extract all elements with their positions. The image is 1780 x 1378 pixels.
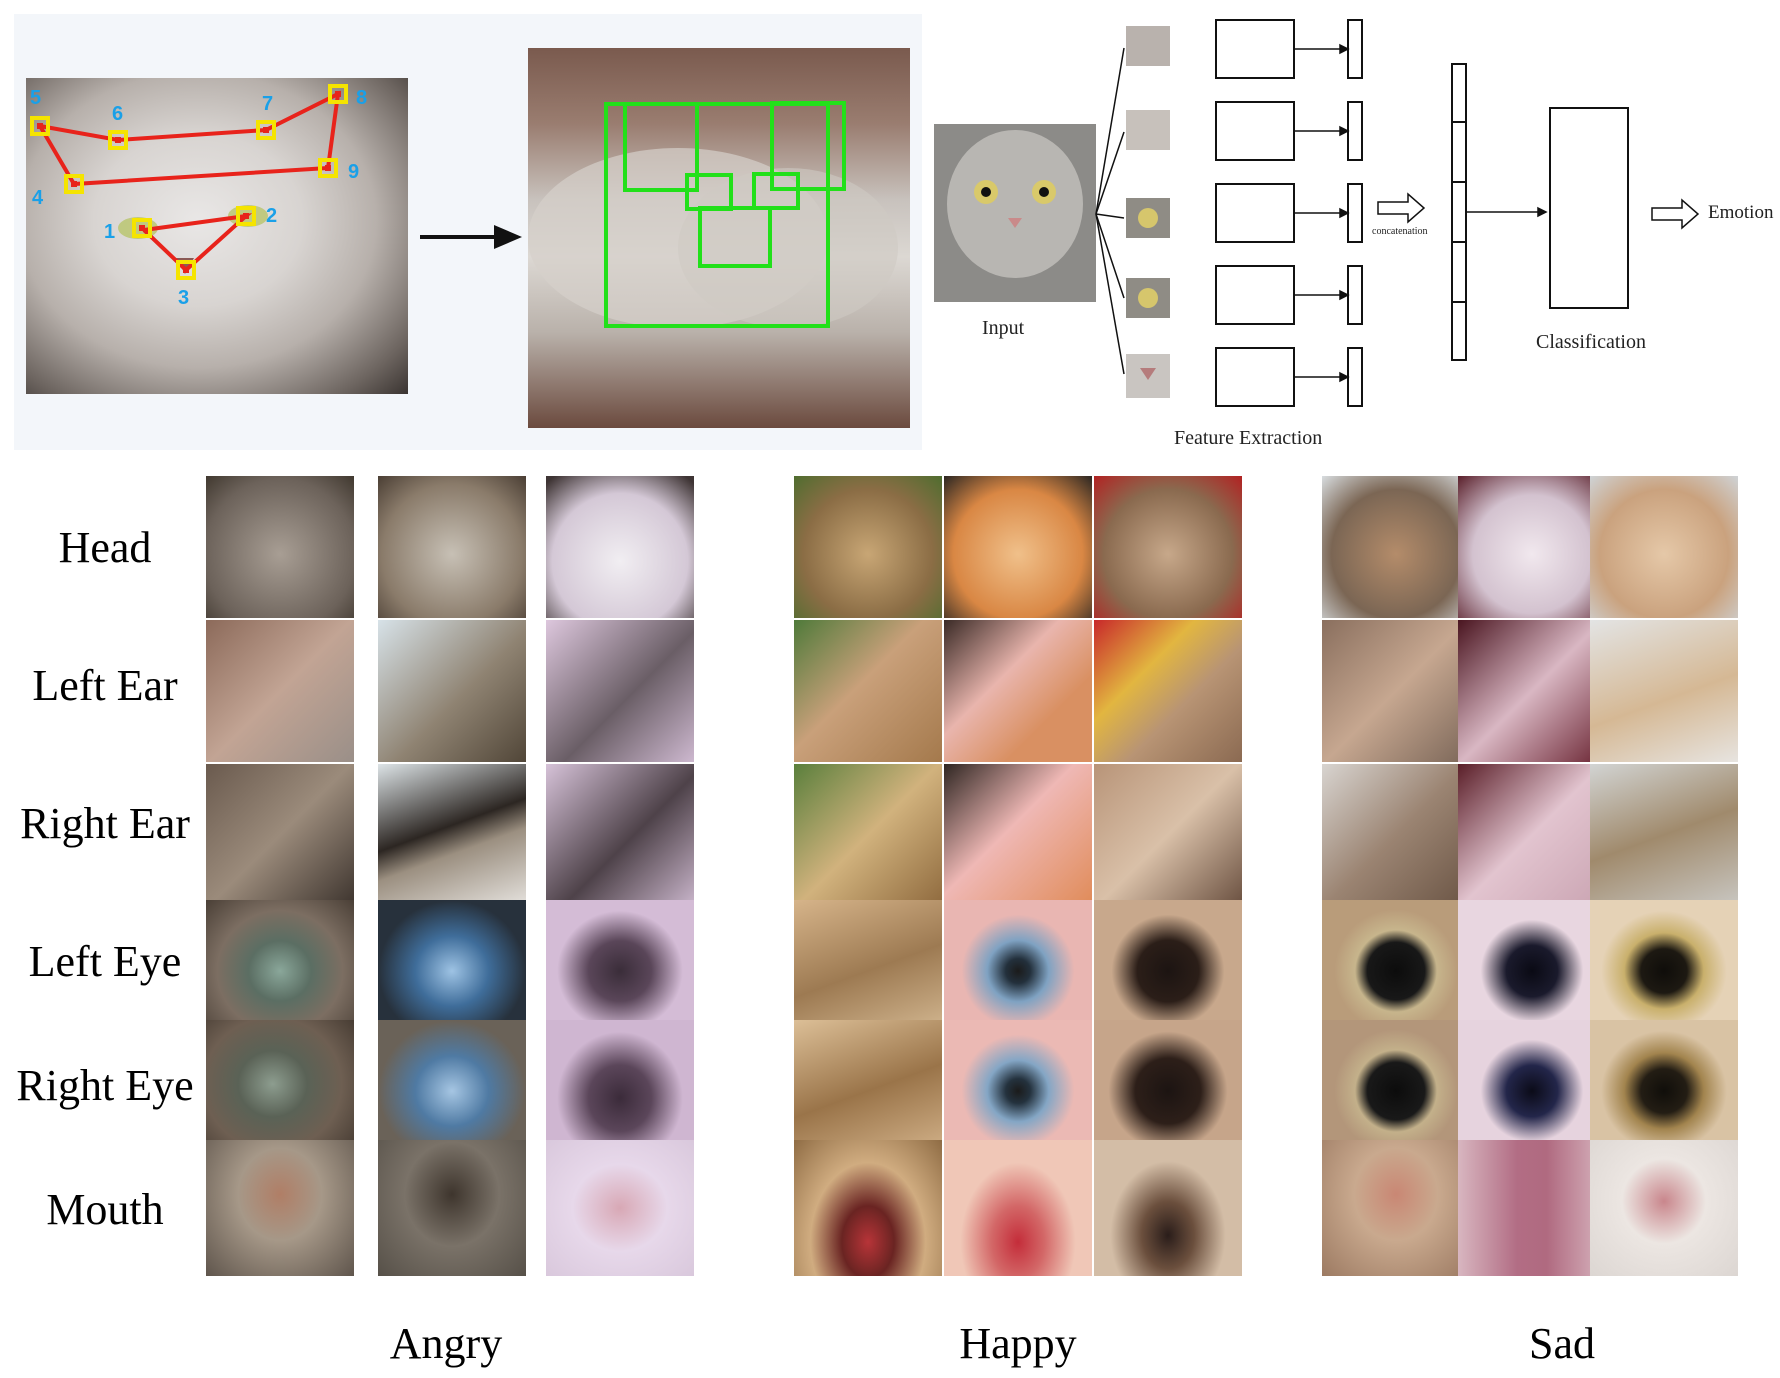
landmark-1-label: 1 — [104, 221, 115, 243]
cell-sad-right-eye-2 — [1458, 1020, 1606, 1162]
cell-sad-mouth-2 — [1458, 1140, 1606, 1276]
cell-happy-mouth-3 — [1094, 1140, 1242, 1276]
landmark-3-label: 3 — [178, 287, 189, 309]
cell-angry-mouth-3 — [546, 1140, 694, 1276]
cell-angry-head-2 — [378, 476, 526, 618]
crop-thumb-head — [1126, 26, 1170, 66]
cell-sad-head-3 — [1590, 476, 1738, 618]
cell-happy-right-ear-1 — [794, 764, 942, 906]
feature-extraction-label: Feature Extraction — [1174, 427, 1322, 449]
cell-angry-left-ear-1 — [206, 620, 354, 762]
cell-happy-right-eye-2 — [944, 1020, 1092, 1162]
row-label-left-eye: Left Eye — [28, 937, 182, 986]
cell-angry-left-ear-2 — [378, 620, 526, 762]
cell-happy-right-eye-3 — [1094, 1020, 1242, 1162]
cell-sad-left-ear-1 — [1322, 620, 1470, 762]
landmark-cat-photo: 1 2 3 4 5 6 7 8 9 — [26, 78, 408, 394]
cell-angry-head-1 — [206, 476, 354, 618]
cell-sad-left-eye-2 — [1458, 900, 1606, 1042]
cell-happy-right-ear-3 — [1094, 764, 1242, 906]
cell-angry-mouth-1 — [206, 1140, 354, 1276]
cell-sad-left-eye-1 — [1322, 900, 1470, 1042]
concat-arrow — [1377, 192, 1426, 224]
column-label-angry: Angry — [389, 1319, 503, 1368]
cell-sad-left-eye-3 — [1590, 900, 1738, 1042]
landmark-9-label: 9 — [348, 161, 359, 183]
landmark-6-label: 6 — [112, 103, 123, 125]
cell-sad-right-ear-1 — [1322, 764, 1470, 906]
cell-angry-right-ear-1 — [206, 764, 354, 906]
cell-angry-left-eye-2 — [378, 900, 526, 1042]
cell-happy-left-ear-1 — [794, 620, 942, 762]
cell-angry-right-eye-2 — [378, 1020, 526, 1162]
cell-sad-head-2 — [1458, 476, 1606, 618]
cell-angry-left-eye-3 — [546, 900, 694, 1042]
cell-angry-left-ear-3 — [546, 620, 694, 762]
cell-sad-right-ear-3 — [1590, 764, 1738, 906]
roi-overlay — [528, 101, 898, 328]
cell-happy-mouth-1 — [794, 1140, 942, 1276]
cell-sad-left-ear-2 — [1458, 620, 1606, 762]
cell-sad-mouth-1 — [1322, 1140, 1470, 1276]
cell-angry-head-3 — [546, 476, 694, 618]
roi-cat-photo — [528, 48, 910, 428]
classification-box — [1549, 107, 1629, 309]
cell-happy-head-1 — [794, 476, 942, 618]
cell-sad-mouth-3 — [1590, 1140, 1738, 1276]
concat-label: concatenation — [1372, 226, 1428, 237]
cell-happy-left-ear-3 — [1094, 620, 1242, 762]
row-label-mouth: Mouth — [46, 1185, 164, 1234]
cell-angry-right-eye-1 — [206, 1020, 354, 1162]
emotion-arrow — [1651, 198, 1700, 230]
classification-label: Classification — [1536, 331, 1646, 353]
landmark-5-label: 5 — [30, 87, 41, 109]
cell-sad-right-ear-2 — [1458, 764, 1606, 906]
cell-sad-right-eye-1 — [1322, 1020, 1470, 1162]
landmark-2-label: 2 — [266, 205, 277, 227]
cell-happy-right-ear-2 — [944, 764, 1092, 906]
emotion-label: Emotion — [1708, 202, 1774, 223]
cell-happy-left-eye-3 — [1094, 900, 1242, 1042]
landmark-8-label: 8 — [356, 87, 367, 109]
cell-happy-left-eye-1 — [794, 900, 942, 1042]
column-label-happy: Happy — [959, 1319, 1077, 1368]
cell-angry-right-ear-2 — [378, 764, 526, 906]
concat-vector — [1451, 63, 1467, 361]
cell-happy-left-ear-2 — [944, 620, 1092, 762]
cell-sad-right-eye-3 — [1590, 1020, 1738, 1162]
cell-angry-mouth-2 — [378, 1140, 526, 1276]
cell-happy-right-eye-1 — [794, 1020, 942, 1162]
landmark-7-label: 7 — [262, 93, 273, 115]
row-label-head: Head — [58, 523, 152, 572]
cell-happy-head-2 — [944, 476, 1092, 618]
row-label-left-ear: Left Ear — [32, 661, 178, 710]
column-label-sad: Sad — [1529, 1319, 1595, 1368]
cell-happy-left-eye-2 — [944, 900, 1092, 1042]
cell-happy-head-3 — [1094, 476, 1242, 618]
cell-angry-left-eye-1 — [206, 900, 354, 1042]
transform-arrow — [420, 225, 522, 249]
row-label-right-eye: Right Eye — [16, 1061, 194, 1110]
cell-angry-right-ear-3 — [546, 764, 694, 906]
landmark-4-label: 4 — [32, 187, 44, 209]
pipeline-diagram: concatenation Input Feature Extraction C… — [934, 19, 1774, 449]
cell-sad-left-ear-3 — [1590, 620, 1738, 762]
cell-happy-mouth-2 — [944, 1140, 1092, 1276]
cell-angry-right-eye-3 — [546, 1020, 694, 1162]
crop-thumb-ear — [1126, 110, 1170, 150]
row-label-right-ear: Right Ear — [20, 799, 190, 848]
landmark-overlay: 1 2 3 4 5 6 7 8 9 — [30, 84, 367, 309]
input-label: Input — [982, 317, 1025, 339]
cell-sad-head-1 — [1322, 476, 1470, 618]
